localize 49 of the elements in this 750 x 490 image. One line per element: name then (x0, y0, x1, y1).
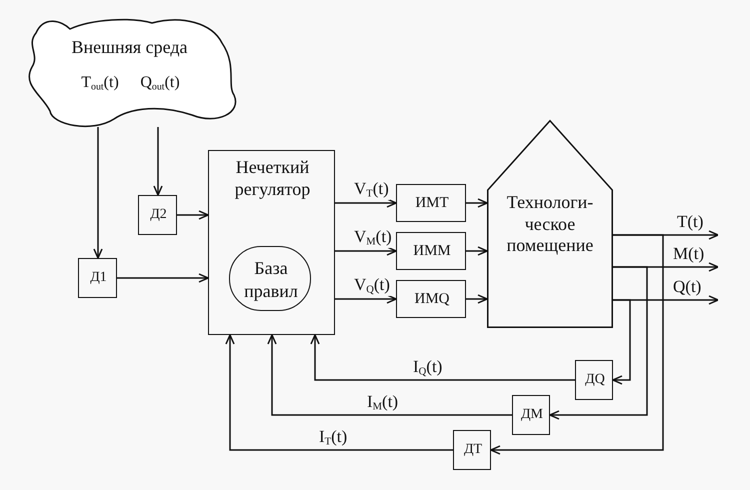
block-box (208, 150, 335, 335)
edge-label: I$_{M}$(t) (366, 393, 400, 414)
node-label: Внешняя среда (70, 37, 189, 59)
block-box (396, 184, 466, 222)
block-box (78, 258, 117, 298)
edge-label: T(t) (676, 213, 704, 232)
block-box (396, 232, 466, 270)
node-label: ДМ (520, 407, 544, 424)
node-label: Q$_{out}$(t) (139, 73, 181, 94)
block-box (512, 395, 550, 435)
arrow (335, 246, 397, 256)
edge-label: V$_{T}$(t) (353, 180, 390, 200)
node-label: ДQ (584, 372, 606, 389)
edge-label: I$_{Q}$(t) (412, 358, 444, 378)
node-label: ИМQ (413, 290, 450, 308)
edge-label: I$_{T}$(t) (318, 428, 348, 448)
arrow (177, 210, 209, 220)
edge-label: V$_{Q}$(t) (353, 276, 391, 296)
block-box (453, 430, 491, 470)
node-label: Технологи- ческое помещение (506, 192, 594, 257)
arrow (225, 334, 453, 451)
arrow (466, 294, 488, 304)
arrow (549, 266, 648, 420)
node-label: T$_{out}$(t) (80, 73, 120, 94)
node-label: ИМТ (414, 194, 450, 212)
arrow (466, 246, 488, 256)
block-box (575, 360, 613, 400)
arrow (117, 273, 209, 283)
arrow (93, 127, 103, 259)
node-label: Д1 (89, 270, 108, 287)
arrow (466, 198, 488, 208)
arrow (490, 234, 664, 455)
arrow (335, 294, 397, 304)
edge-label: V$_{M}$(t) (353, 228, 393, 248)
node-label: Нечеткий регулятор (234, 157, 312, 200)
edge-label: Q(t) (672, 278, 702, 297)
arrow (612, 299, 631, 385)
arrow (335, 198, 397, 208)
edge-label: M(t) (672, 245, 706, 264)
node-label: ИММ (412, 242, 452, 260)
arrow (153, 127, 163, 196)
node-label: База правил (243, 257, 299, 302)
node-label: Д2 (149, 207, 168, 224)
block-box (396, 280, 466, 318)
arrow (267, 334, 512, 416)
arrow (310, 334, 575, 381)
block-box (138, 195, 177, 235)
node-label: ДТ (462, 442, 484, 459)
room-house-shape (487, 120, 613, 328)
